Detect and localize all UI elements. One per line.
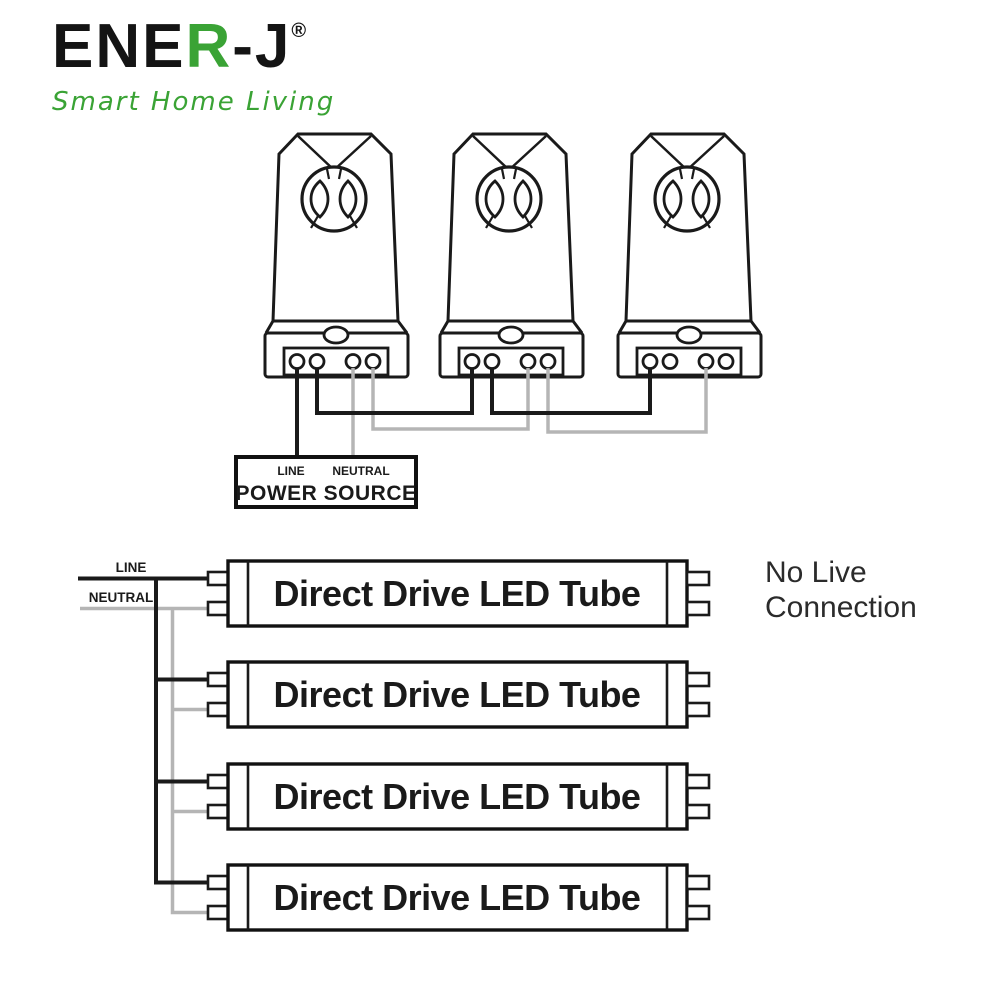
tube-pin-right-top bbox=[685, 570, 711, 587]
line-wire-holder1-holder2 bbox=[315, 368, 474, 415]
tube-pin-right-top bbox=[685, 671, 711, 688]
line-bus bbox=[154, 578, 209, 885]
tube-pin-right-bottom bbox=[685, 600, 711, 617]
tube-body bbox=[226, 660, 689, 729]
neutral-wire-holder2-holder3 bbox=[546, 368, 708, 434]
neutral-bus bbox=[170, 608, 209, 915]
brand-name-post: -J bbox=[232, 12, 292, 81]
tube-pin-right-bottom bbox=[685, 904, 711, 921]
line-wires-top bbox=[295, 368, 652, 458]
power-source-title: POWER SOURCE bbox=[235, 482, 416, 505]
power-line-label: LINE bbox=[277, 464, 304, 478]
tube-pin-right-top bbox=[685, 773, 711, 790]
led-tube-4: Direct Drive LED Tube bbox=[206, 863, 711, 932]
lampholder-1 bbox=[263, 132, 410, 379]
line-wires-bottom bbox=[78, 576, 209, 885]
note-line-1: No Live bbox=[765, 556, 867, 589]
power-neutral-label: NEUTRAL bbox=[332, 464, 389, 478]
brand-name-accent: R bbox=[185, 12, 233, 81]
brand-logo: ENER-J® Smart Home Living bbox=[52, 16, 336, 118]
line-wire-holder2-holder3 bbox=[490, 368, 652, 415]
led-tube-3: Direct Drive LED Tube bbox=[206, 762, 711, 831]
tube-label: Direct Drive LED Tube bbox=[274, 573, 641, 614]
tube-label: Direct Drive LED Tube bbox=[274, 674, 641, 715]
tube-label: Direct Drive LED Tube bbox=[274, 877, 641, 918]
tube-label: Direct Drive LED Tube bbox=[274, 776, 641, 817]
tube-body bbox=[226, 559, 689, 628]
tube-body bbox=[226, 762, 689, 831]
note-line-2: Connection bbox=[765, 591, 917, 624]
no-live-connection-note: No Live Connection bbox=[765, 556, 917, 624]
power-source-box bbox=[234, 455, 418, 509]
tube-pin-right-bottom bbox=[685, 803, 711, 820]
tube-pin-right-top bbox=[685, 874, 711, 891]
lampholder-2 bbox=[438, 132, 585, 379]
tube-end-caps bbox=[246, 865, 669, 930]
tube-pin-right-bottom bbox=[685, 701, 711, 718]
lampholder-3 bbox=[616, 132, 763, 379]
neutral-wires-bottom bbox=[80, 606, 209, 915]
neutral-wire-holder1-holder2 bbox=[371, 368, 530, 431]
tube-end-caps bbox=[246, 764, 669, 829]
feed-neutral-label: NEUTRAL bbox=[89, 590, 154, 605]
tube-end-caps bbox=[246, 662, 669, 727]
tube-body bbox=[226, 863, 689, 932]
registered-mark-icon: ® bbox=[291, 20, 307, 42]
led-tube-2: Direct Drive LED Tube bbox=[206, 660, 711, 729]
brand-name: ENER-J® bbox=[52, 16, 335, 78]
tube-end-caps bbox=[246, 561, 669, 626]
feed-line-label: LINE bbox=[116, 560, 147, 575]
brand-tagline: Smart Home Living bbox=[52, 87, 336, 117]
led-tube-1: Direct Drive LED Tube bbox=[206, 559, 711, 628]
brand-name-pre: ENE bbox=[52, 12, 186, 81]
